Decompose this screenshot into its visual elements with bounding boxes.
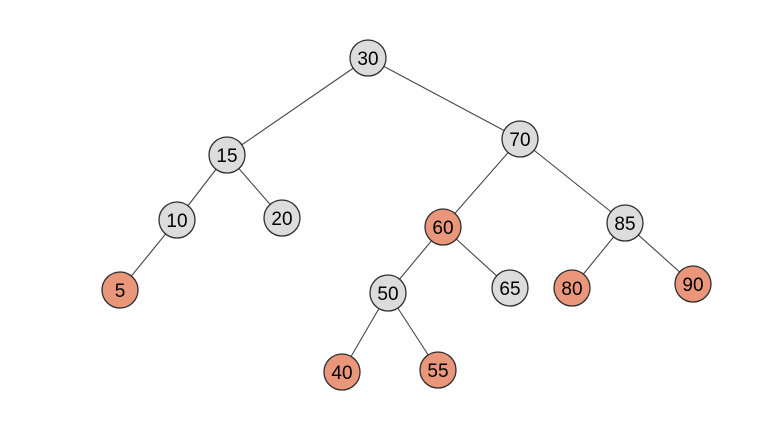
tree-node-60: 60 (424, 208, 462, 246)
node-circle (349, 39, 387, 77)
node-label: 40 (331, 363, 352, 384)
node-circle-highlighted (674, 265, 712, 303)
tree-edge-n30-n70 (367, 57, 521, 140)
node-label: 65 (499, 279, 520, 300)
node-circle-highlighted (323, 353, 361, 391)
tree-node-10: 10 (158, 201, 196, 239)
tree-node-65: 65 (491, 269, 529, 307)
tree-node-5: 5 (101, 271, 139, 309)
tree-node-30: 30 (349, 39, 387, 77)
node-label: 30 (357, 49, 378, 70)
tree-node-90: 90 (674, 265, 712, 303)
node-circle-highlighted (424, 208, 462, 246)
node-circle-highlighted (553, 269, 591, 307)
tree-node-55: 55 (419, 351, 457, 389)
node-circle-highlighted (419, 351, 457, 389)
node-circle (208, 136, 246, 174)
node-label: 80 (561, 279, 582, 300)
tree-node-15: 15 (208, 136, 246, 174)
node-circle (491, 269, 529, 307)
tree-node-80: 80 (553, 269, 591, 307)
node-circle (606, 204, 644, 242)
node-label: 85 (614, 214, 635, 235)
node-label: 10 (166, 211, 187, 232)
node-label: 15 (216, 146, 237, 167)
tree-node-20: 20 (263, 199, 301, 237)
tree-node-50: 50 (369, 274, 407, 312)
tree-edge-n70-n85 (519, 138, 626, 224)
node-label: 60 (432, 218, 453, 239)
tree-edge-n70-n60 (442, 138, 521, 228)
node-label: 70 (509, 130, 530, 151)
edge-layer (119, 57, 694, 373)
node-label: 55 (427, 361, 448, 382)
node-circle (158, 201, 196, 239)
node-circle-highlighted (101, 271, 139, 309)
node-label: 20 (271, 209, 292, 230)
tree-edge-n30-n15 (226, 57, 369, 156)
tree-node-40: 40 (323, 353, 361, 391)
node-label: 50 (377, 284, 398, 305)
node-label: 90 (682, 275, 703, 296)
node-circle (501, 120, 539, 158)
node-label: 5 (115, 281, 126, 302)
tree-node-85: 85 (606, 204, 644, 242)
tree-node-70: 70 (501, 120, 539, 158)
node-circle (263, 199, 301, 237)
node-circle (369, 274, 407, 312)
node-layer: 30 15 70 10 20 60 85 5 50 65 80 90 40 55 (101, 39, 712, 391)
